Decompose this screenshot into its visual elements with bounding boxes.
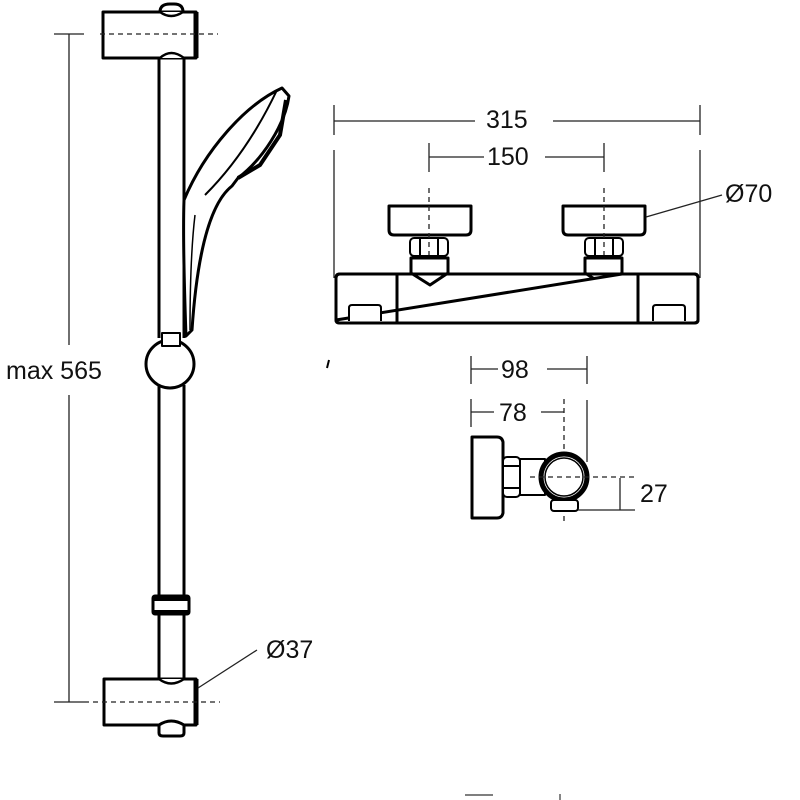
handle-diameter-callout: Ø70 [645,180,772,218]
handle-diameter-label: Ø70 [725,180,772,208]
overall-width-label: 315 [486,106,528,134]
top-wall-bracket [100,2,218,60]
rail-slider [144,332,196,390]
side-handle [470,435,505,520]
valve-body [334,272,700,325]
valve-side-view: 98 78 27 [470,356,668,525]
height-label: max 565 [6,357,102,385]
body-offset-dimension: 27 [578,478,668,511]
projection-total-dimension: 98 [470,356,588,462]
body-offset-label: 27 [640,480,668,508]
projection-centre-label: 78 [499,399,527,427]
overall-width-dimension: 315 [333,105,701,278]
riser-rail-view: max 565 [6,2,313,738]
centres-label: 150 [487,143,529,171]
side-body [530,451,635,512]
height-dimension: max 565 [6,33,102,703]
valve-front-view: 315 150 [326,105,772,369]
bottom-wall-bracket: Ø37 [84,636,313,738]
bracket-diameter-label: Ø37 [266,636,313,664]
right-handle [561,188,647,287]
projection-total-label: 98 [501,356,529,384]
side-nut [502,456,521,498]
stray-mark [326,359,330,369]
handset [182,86,291,338]
centres-dimension: 150 [428,143,605,172]
left-handle [387,188,473,287]
rail-ring [151,594,191,616]
